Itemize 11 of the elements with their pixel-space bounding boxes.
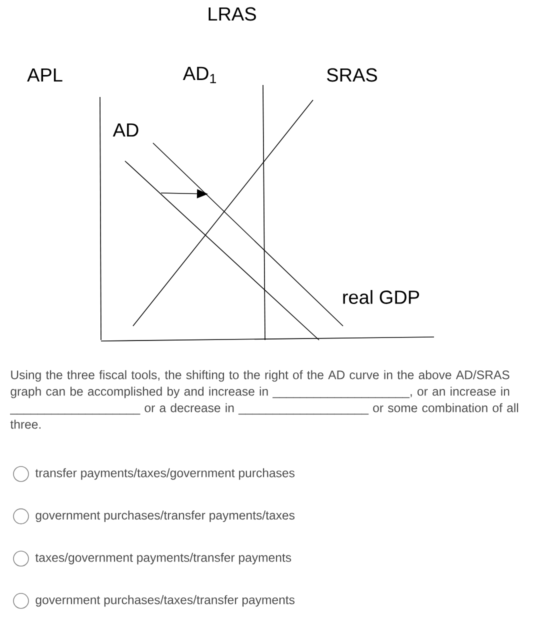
option-label: government purchases/transfer payments/taxes [36,510,295,522]
option-label: government purchases/taxes/transfer payments [36,595,295,607]
axis-label: APL [27,68,62,82]
axis-label: LRAS [208,7,256,21]
question-text: Using the three fiscal tools, the shifting to the right of the AD curve in the above AD/SRAS graph can be accomplished by and increase in ____________________, or an increase in ___________________ or a decrease in ___________________ or some combination of all three. [10,370,518,429]
curve-label: AD$_{1}$ [182,66,216,84]
axis-label: real GDP [343,290,420,304]
curve-label: AD [112,123,138,137]
curve-label: SRAS [327,68,377,82]
option-label: transfer payments/taxes/government purchases [35,468,295,480]
option-label: taxes/government payments/transfer payments [35,552,292,564]
